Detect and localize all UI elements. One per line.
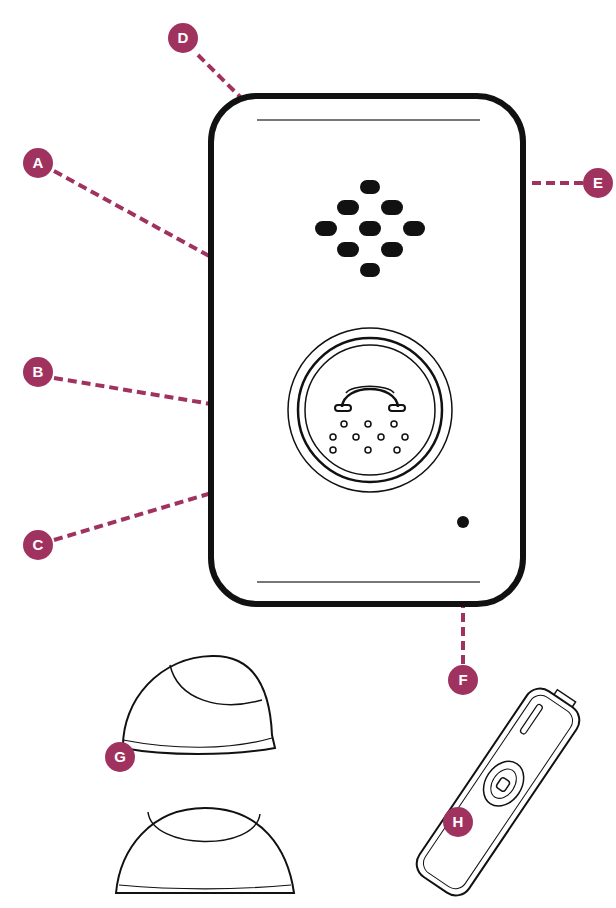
speaker-grille [315,180,425,277]
pendant-buttons [116,656,294,893]
callout-letter: C [23,530,53,560]
clip-pendant [410,677,588,901]
callout-letter: F [448,665,478,695]
callout-letter: A [23,148,53,178]
callout-letter: H [443,807,473,837]
leader-lines [54,55,583,664]
device-housing [211,96,523,604]
callout-letter: G [105,742,135,772]
status-light [457,516,469,528]
callout-letter: E [583,168,613,198]
microphone-holes [330,421,408,453]
callout-letter: B [23,357,53,387]
callout-letter: D [168,23,198,53]
call-button [288,328,452,492]
